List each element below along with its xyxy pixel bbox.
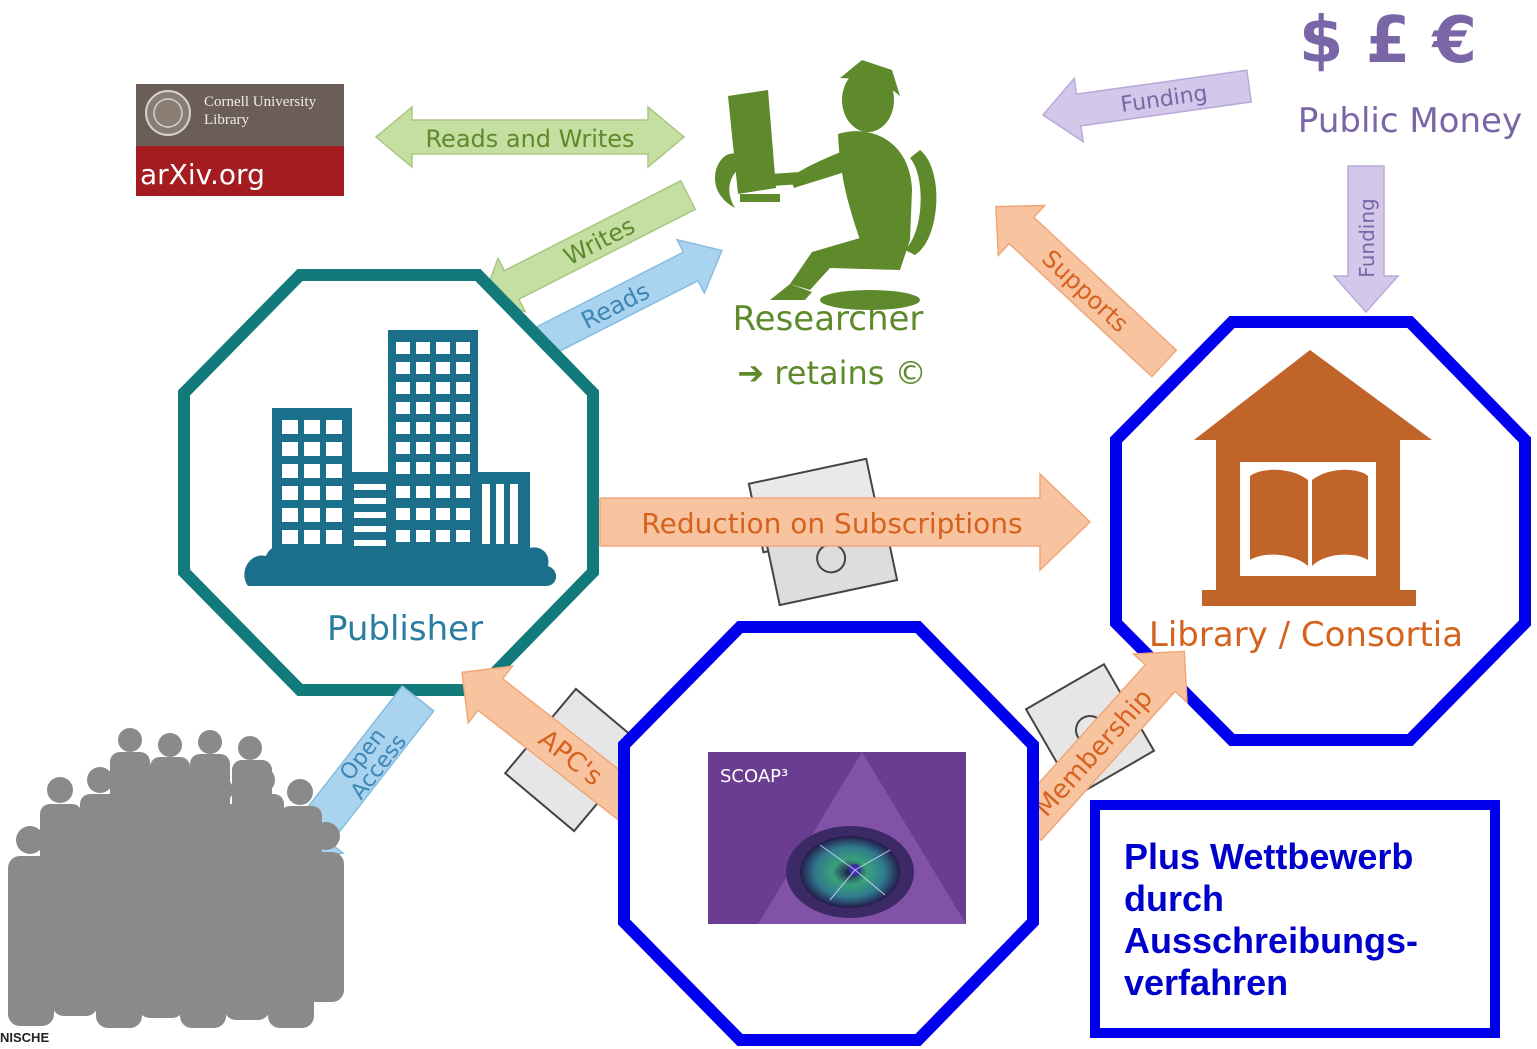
cornell-seal-icon bbox=[145, 90, 191, 136]
researcher-retains-label: ➔ retains © bbox=[737, 354, 926, 392]
writes-label: Writes bbox=[559, 212, 639, 271]
reduction-label: Reduction on Subscriptions bbox=[641, 507, 1022, 540]
funding-arrow-top: Funding bbox=[1041, 69, 1253, 144]
footer-fragment: NISCHE bbox=[0, 1030, 50, 1045]
arxiv-logo[interactable]: Cornell University Library arXiv.org bbox=[136, 84, 344, 196]
callout-line-4: verfahren bbox=[1124, 962, 1289, 1003]
supports-label: Supports bbox=[1036, 244, 1134, 338]
currency-symbols: $ £ € bbox=[1299, 4, 1477, 78]
callout-line-1: Plus Wettbewerb bbox=[1124, 836, 1414, 877]
reads-label: Reads bbox=[577, 277, 655, 335]
arxiv-institution-line2: Library bbox=[204, 112, 249, 128]
library-icon bbox=[1194, 350, 1432, 606]
arxiv-site-label: arXiv.org bbox=[140, 158, 265, 191]
reads-and-writes-label: Reads and Writes bbox=[425, 125, 634, 153]
public-money-label: Public Money bbox=[1298, 101, 1522, 141]
researcher-icon bbox=[714, 60, 937, 310]
publisher-building-icon bbox=[244, 330, 557, 586]
callout-line-3: Ausschreibungs- bbox=[1124, 920, 1419, 961]
publisher-label: Publisher bbox=[327, 609, 483, 649]
scoap-logo: SCOAP³ bbox=[708, 752, 966, 924]
researcher-label: Researcher bbox=[733, 299, 924, 339]
funding-side-label: Funding bbox=[1355, 198, 1379, 277]
crowd-icon bbox=[8, 728, 344, 1028]
library-label: Library / Consortia bbox=[1149, 615, 1463, 655]
reduction-on-subscriptions-arrow: Reduction on Subscriptions bbox=[599, 472, 1092, 572]
callout-box: Plus Wettbewerb durch Ausschreibungs- ve… bbox=[1090, 800, 1500, 1038]
scoap-label: SCOAP³ bbox=[720, 766, 788, 787]
supports-arrow: Supports bbox=[995, 204, 1178, 378]
reads-and-writes-arrow: Reads and Writes bbox=[374, 105, 686, 169]
callout-line-2: durch bbox=[1124, 878, 1225, 919]
arxiv-institution-line1: Cornell University bbox=[204, 94, 317, 110]
funding-arrow-side: Funding bbox=[1332, 165, 1400, 314]
